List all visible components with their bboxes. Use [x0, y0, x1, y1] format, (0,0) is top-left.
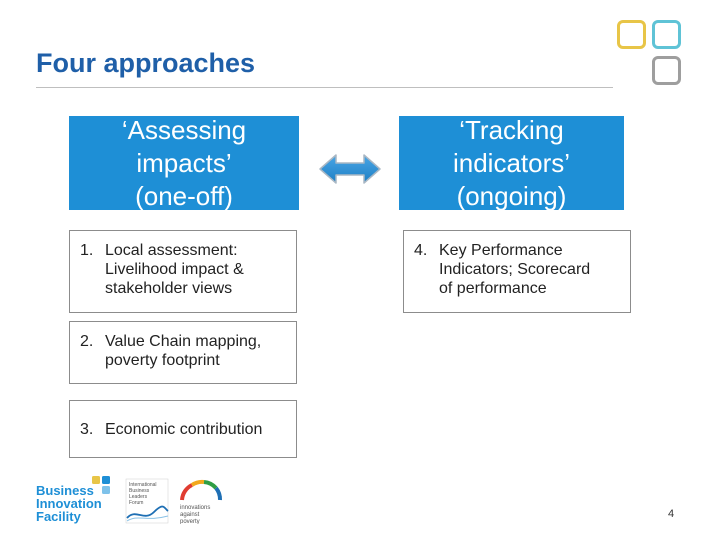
item-number: 1.	[80, 242, 94, 259]
item-text: Value Chain mapping, poverty footprint	[105, 333, 262, 369]
header-tracking-indicators: ‘Tracking indicators’ (ongoing)	[399, 115, 624, 211]
teal-square-icon	[652, 20, 681, 49]
item-number: 3.	[80, 421, 94, 438]
svg-text:against: against	[180, 512, 200, 518]
slide-title: Four approaches	[36, 48, 256, 78]
double-headed-arrow-icon	[319, 154, 381, 184]
item-number: 4.	[414, 242, 428, 259]
item-text: Local assessment: Livelihood impact & st…	[105, 242, 244, 297]
page-number: 4	[668, 508, 675, 520]
item-text: Economic contribution	[105, 421, 263, 438]
svg-text:International: International	[129, 482, 157, 488]
title-divider	[36, 87, 613, 88]
svg-text:poverty: poverty	[180, 519, 200, 524]
item-box-local-assessment: 1. Local assessment: Livelihood impact &…	[69, 230, 297, 313]
item-box-economic-contribution: 3. Economic contribution	[69, 400, 297, 458]
innovations-against-poverty-logo: innovations against poverty	[180, 479, 222, 524]
item-box-value-chain: 2. Value Chain mapping, poverty footprin…	[69, 321, 297, 384]
bif-line-1: Business	[36, 483, 94, 498]
yellow-square-icon	[617, 20, 646, 49]
bif-line-2: Innovation	[36, 496, 102, 511]
header-assessing-impacts: ‘Assessing impacts’ (one-off)	[69, 115, 299, 211]
gray-square-icon	[652, 56, 681, 85]
svg-text:Forum: Forum	[129, 500, 143, 506]
item-number: 2.	[80, 333, 94, 350]
bif-line-3: Facility	[36, 509, 81, 524]
item-box-kpi-scorecard: 4. Key Performance Indicators; Scorecard…	[403, 230, 631, 313]
bif-squares-icon	[92, 476, 110, 494]
svg-text:Leaders: Leaders	[129, 494, 148, 500]
iblf-logo: International Business Leaders Forum	[125, 478, 169, 524]
svg-text:innovations: innovations	[180, 505, 210, 511]
item-text: Key Performance Indicators; Scorecard of…	[439, 242, 591, 297]
svg-text:Business: Business	[129, 488, 150, 494]
